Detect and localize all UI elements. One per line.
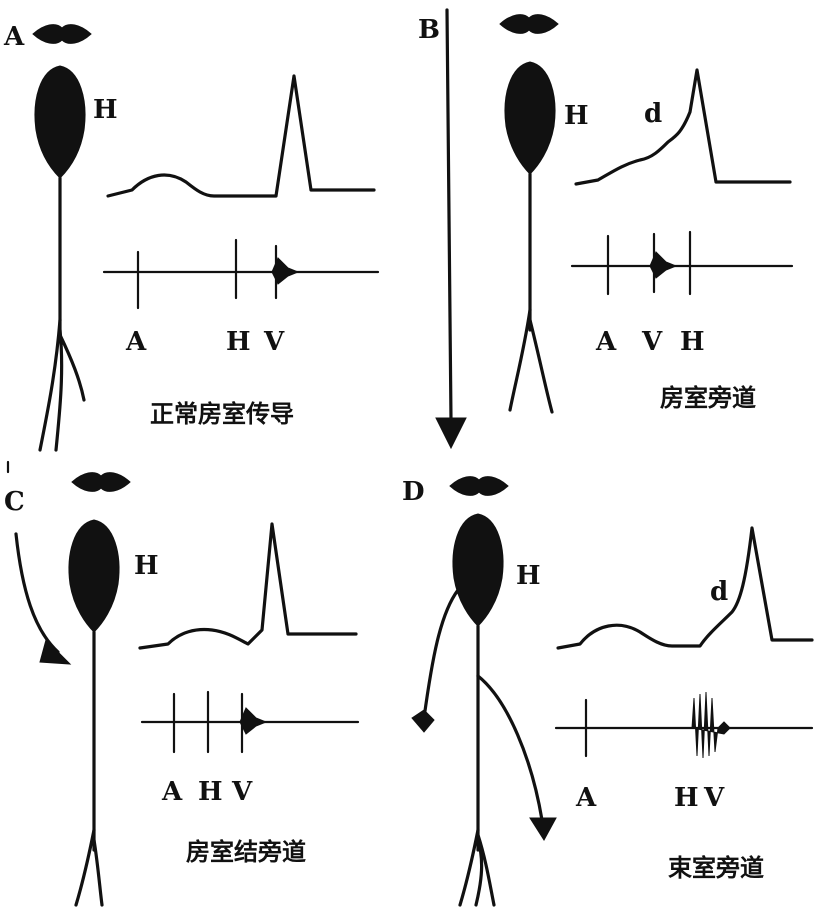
bundle-branches-b: [508, 308, 554, 414]
sinus-node-marker-b: [499, 14, 559, 34]
surface-ecg-b: [574, 68, 792, 186]
egm-label-c-2: H: [198, 777, 223, 807]
panel-a-label: A: [3, 22, 25, 52]
panel-a: A H A H V 正常房室传导: [3, 22, 380, 452]
panel-d-label: D: [402, 477, 425, 507]
bundle-branches-c: [74, 828, 104, 907]
panel-d: D H d A H V 束室旁道: [402, 476, 814, 907]
bundle-branches-a: [38, 318, 86, 452]
surface-ecg-c: [138, 522, 358, 650]
delta-label-d: d: [710, 577, 728, 607]
egm-label-d-3: V: [703, 783, 725, 813]
panel-c: C H A H V 房室结旁道: [4, 460, 360, 907]
accessory-pathway-arrow-c: [14, 532, 60, 654]
egm-label-d-2: H: [674, 783, 699, 813]
caption-d: 束室旁道: [668, 854, 764, 882]
caption-c: 房室结旁道: [186, 838, 306, 866]
sinus-node-marker-c: [71, 472, 131, 492]
his-label-a: H: [93, 95, 118, 125]
his-label-c: H: [134, 551, 159, 581]
arrowhead-d: [529, 817, 557, 841]
his-label-b: H: [564, 101, 589, 131]
accessory-pathway-arrow-b: [445, 8, 453, 422]
his-label-d: H: [516, 561, 541, 591]
panel-b: B H d A V H 房室旁道: [418, 8, 794, 450]
surface-ecg-d: [556, 526, 814, 650]
egm-label-c-3: V: [231, 777, 253, 807]
arrowhead-b: [435, 417, 467, 450]
av-node-body-d: [452, 513, 504, 627]
av-node-body-b: [504, 61, 556, 175]
sinus-node-marker-a: [32, 24, 92, 44]
v-deflection-c: [239, 707, 268, 735]
panel-b-label: B: [418, 15, 440, 45]
arrowhead-c: [39, 639, 72, 665]
egm-label-a-3: V: [263, 327, 285, 357]
v-deflection-a: [271, 257, 300, 285]
intracardiac-egm-d: [554, 698, 814, 758]
fasciculoventricular-pathway-right-d: [476, 674, 544, 822]
egm-label-c-1: A: [161, 777, 183, 807]
intracardiac-egm-a: [102, 238, 380, 310]
egm-label-a-2: H: [226, 327, 251, 357]
v-deflection-b: [649, 251, 678, 279]
egm-label-a-1: A: [125, 327, 147, 357]
surface-ecg-a: [106, 74, 376, 198]
hv-complex-d: [691, 691, 731, 759]
egm-label-b-1: A: [595, 327, 617, 357]
caption-a: 正常房室传导: [150, 400, 294, 428]
sinus-node-marker-d: [449, 476, 509, 496]
intracardiac-egm-b: [570, 230, 794, 296]
pathway-end-left-d: [411, 709, 435, 733]
panel-c-label: C: [4, 487, 25, 517]
delta-label-b: d: [644, 99, 662, 129]
caption-b: 房室旁道: [660, 384, 756, 412]
fasciculoventricular-pathway-left-d: [422, 588, 460, 720]
av-node-body-c: [68, 519, 120, 633]
egm-label-b-3: H: [680, 327, 705, 357]
bundle-branches-d: [458, 828, 496, 907]
egm-label-b-2: V: [641, 327, 663, 357]
egm-label-d-1: A: [575, 783, 597, 813]
av-node-body-a: [34, 65, 86, 179]
